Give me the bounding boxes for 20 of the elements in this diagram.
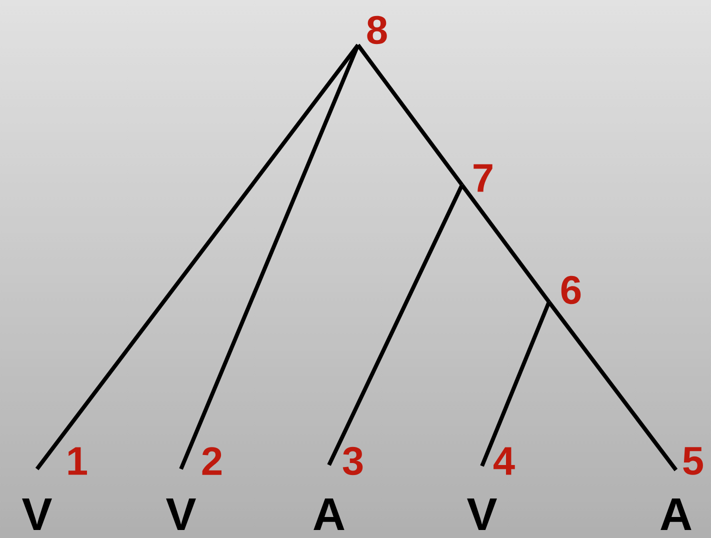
- node-number: 4: [494, 447, 515, 475]
- branch-line: [35, 44, 360, 470]
- branch-line: [547, 300, 678, 472]
- node-number: 1: [68, 447, 87, 475]
- node-number: 7: [474, 164, 492, 192]
- leaf-label: A: [314, 498, 344, 530]
- branch-line: [179, 44, 360, 470]
- branch-line: [356, 44, 464, 186]
- leaf-label: V: [166, 498, 196, 530]
- branch-line: [460, 184, 551, 304]
- node-number: 2: [202, 447, 222, 475]
- node-number: 6: [561, 276, 581, 304]
- branch-line: [480, 301, 551, 467]
- leaf-label: A: [660, 498, 692, 530]
- node-number: 5: [683, 447, 703, 475]
- leaf-label: V: [467, 498, 497, 530]
- leaf-label: V: [22, 498, 52, 530]
- node-number: 3: [342, 446, 363, 476]
- branch-line: [327, 184, 464, 466]
- node-number: 8: [367, 16, 387, 44]
